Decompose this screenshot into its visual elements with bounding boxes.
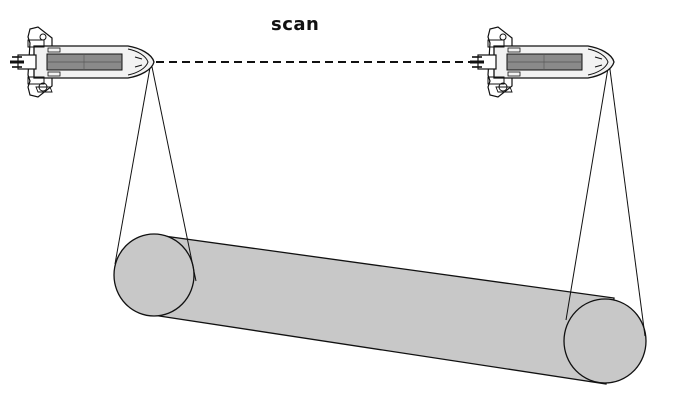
beam-left (114, 61, 197, 282)
cylinder-body (145, 235, 615, 385)
shuttle-left (8, 25, 156, 99)
cylinder-end-left (113, 233, 195, 317)
shuttle-right (468, 25, 616, 99)
scanned-cylinder (113, 233, 647, 385)
scan-label: scan (271, 14, 320, 35)
cylinder-end-right (563, 298, 647, 384)
beam-right (565, 61, 646, 337)
